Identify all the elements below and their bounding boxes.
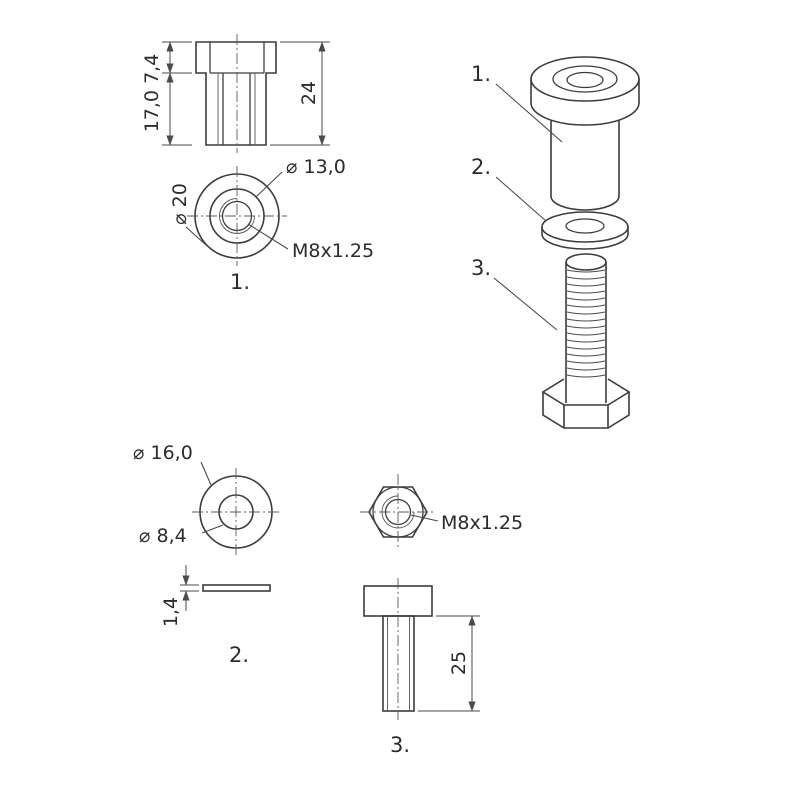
part3-front-view: 25 3. bbox=[363, 578, 480, 757]
part2-hole-dia-text: ⌀ 8,4 bbox=[139, 525, 187, 547]
callout-leader-lines bbox=[493, 83, 563, 331]
part3-top-view: M8x1.25 bbox=[360, 474, 523, 550]
washer-bottom-arc bbox=[541, 233, 629, 250]
part3-number-label: 3. bbox=[390, 733, 410, 757]
bolt-head-top-face bbox=[541, 378, 631, 406]
part3-length-text: 25 bbox=[448, 651, 470, 675]
washer-side-outline bbox=[202, 584, 271, 592]
part2-outer-dia-text: ⌀ 16,0 bbox=[133, 442, 193, 464]
part1-front-extension-lines-left bbox=[162, 41, 192, 146]
sleeve-top-ellipse bbox=[530, 56, 640, 102]
part1-front-thread-lines bbox=[217, 73, 256, 145]
washer-sides bbox=[541, 227, 629, 234]
part1-top-centerlines bbox=[187, 166, 287, 266]
part1-thread-text: M8x1.25 bbox=[292, 240, 374, 262]
leader-line bbox=[201, 524, 224, 534]
assembly-hex-bolt bbox=[541, 253, 631, 429]
leader-line bbox=[247, 223, 289, 250]
sleeve-counterbore-ellipse bbox=[552, 65, 618, 93]
sleeve-flange-sides bbox=[530, 79, 640, 103]
part1-front-outline bbox=[195, 41, 277, 146]
sleeve-flange-bottom-arc bbox=[530, 102, 640, 126]
assembly-isometric-view: 1. 2. 3. bbox=[471, 56, 640, 429]
part3-thread-text: M8x1.25 bbox=[441, 512, 523, 534]
part1-height-dims-text: 17,0 7,4 bbox=[141, 54, 163, 133]
assembly-callout-1: 1. bbox=[471, 62, 491, 86]
assembly-washer bbox=[541, 211, 629, 250]
assembly-callout-3: 3. bbox=[471, 256, 491, 280]
part2-extension-lines bbox=[180, 584, 199, 592]
washer-hole-ellipse bbox=[565, 218, 605, 234]
bolt-shank-sides bbox=[565, 262, 607, 403]
part2-number-label: 2. bbox=[229, 643, 249, 667]
part1-number-label: 1. bbox=[230, 270, 250, 294]
sleeve-hole-ellipse bbox=[566, 71, 604, 89]
assembly-sleeve-nut bbox=[530, 56, 640, 211]
part1-outer-dia-text: ⌀ 20 bbox=[169, 183, 191, 225]
part2-top-view: ⌀ 16,0 ⌀ 8,4 bbox=[133, 442, 280, 556]
part3-top-centerlines bbox=[360, 474, 436, 550]
part1-counterbore-dia-text: ⌀ 13,0 bbox=[286, 156, 346, 178]
part1-front-view: 17,0 7,4 24 bbox=[141, 34, 330, 153]
part2-side-view: 1,4 2. bbox=[160, 565, 271, 667]
bolt-top-ellipse bbox=[565, 253, 607, 271]
assembly-callout-2: 2. bbox=[471, 155, 491, 179]
bolt-thread-arc bbox=[381, 495, 415, 529]
leader-line bbox=[255, 171, 283, 198]
leader-line bbox=[410, 514, 439, 522]
part1-thread-arc bbox=[219, 198, 255, 234]
bolt-shaft-front bbox=[382, 615, 415, 712]
leader-line bbox=[200, 461, 212, 486]
leader-line bbox=[185, 226, 207, 246]
part2-top-centerlines bbox=[192, 468, 280, 556]
part2-thickness-text: 1,4 bbox=[160, 597, 182, 627]
bolt-thread-lines bbox=[566, 269, 606, 378]
sleeve-body-bottom-arc bbox=[550, 195, 620, 211]
part1-front-bore-lines bbox=[222, 73, 251, 145]
washer-top-ellipse bbox=[541, 211, 629, 243]
part1-top-view: ⌀ 13,0 ⌀ 20 M8x1.25 1. bbox=[169, 156, 374, 294]
part1-total-height-text: 24 bbox=[298, 81, 320, 105]
sleeve-body-sides bbox=[550, 120, 620, 196]
part1-counterbore-circle bbox=[209, 188, 265, 244]
bolt-shaft-thread-lines bbox=[387, 616, 410, 711]
bolt-head-sides bbox=[542, 392, 630, 429]
